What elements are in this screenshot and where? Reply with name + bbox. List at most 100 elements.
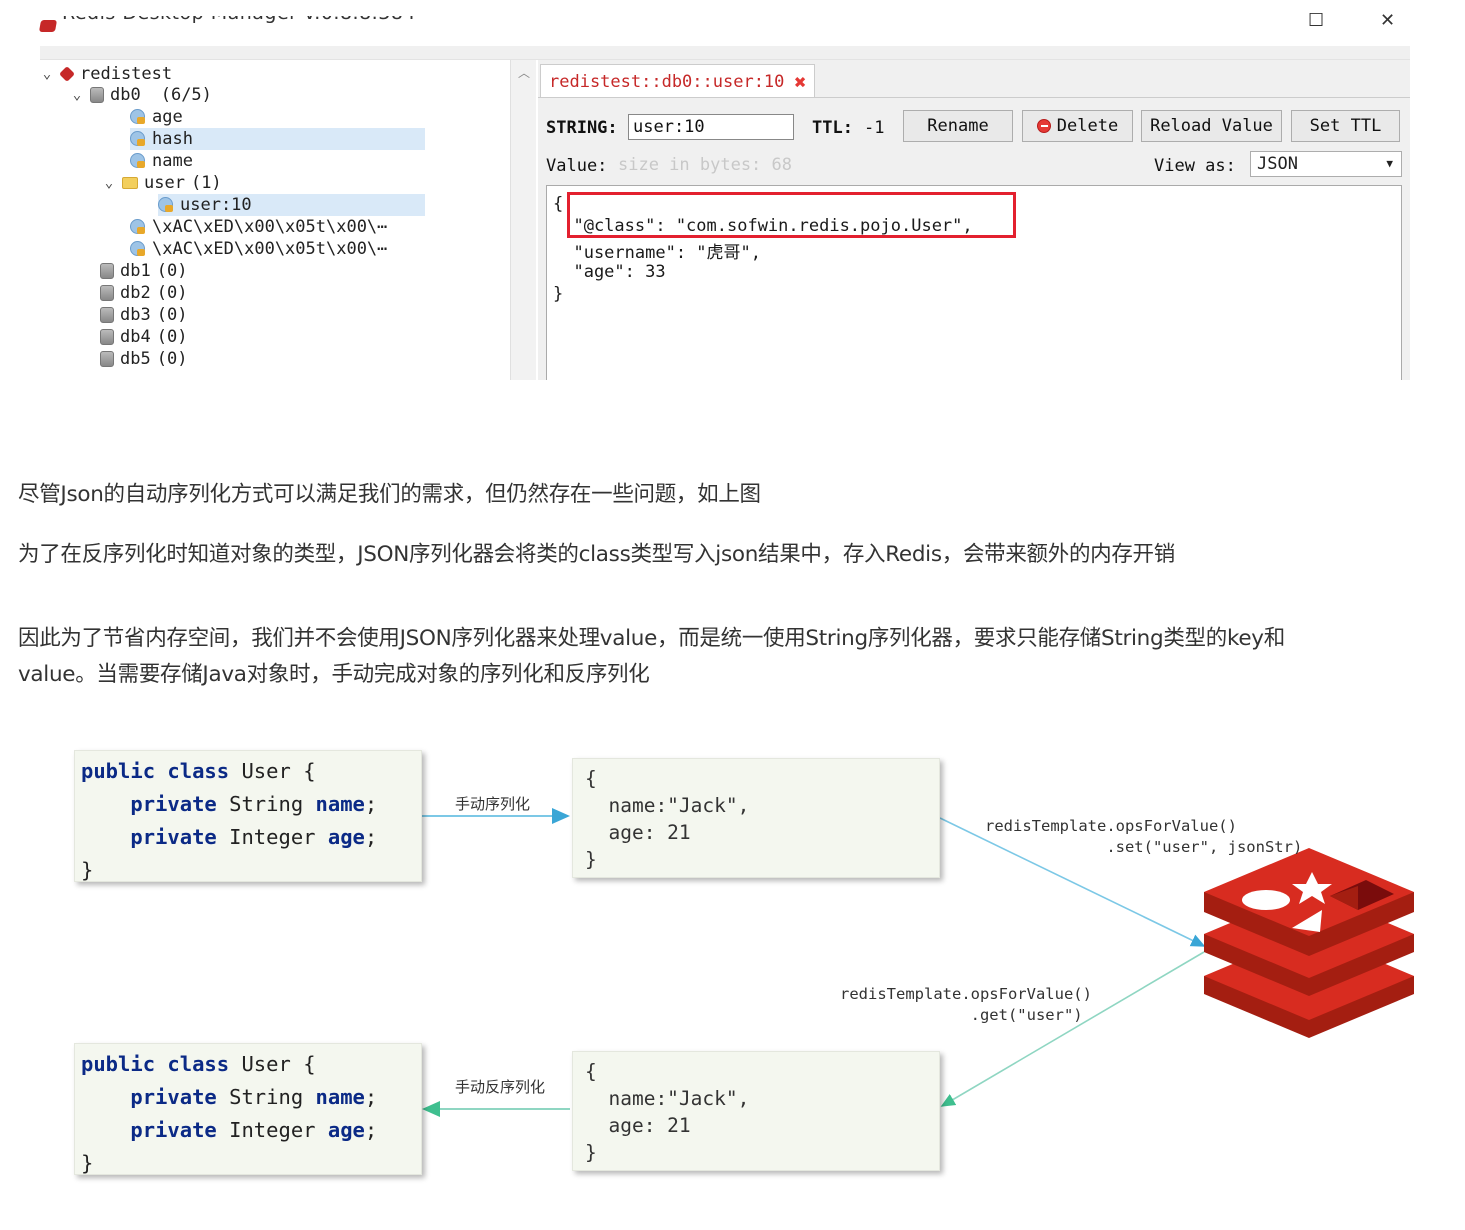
db-label: db5 (120, 349, 151, 369)
tree-key-age[interactable]: age (130, 106, 425, 128)
rename-button[interactable]: Rename (903, 110, 1013, 142)
close-icon[interactable]: ✕ (1380, 10, 1396, 31)
paragraph-3-line-1: 因此为了节省内存空间，我们并不会使用JSON序列化器来处理value，而是统一使… (18, 626, 1285, 651)
tree-binary-key[interactable]: \xAC\xED\x00\x05t\x00\⋯ (130, 238, 387, 260)
window-title: Redis Desktop Manager v.0.8.8.384 (62, 2, 416, 24)
user-class-code-top: public class User { private String name;… (74, 750, 422, 882)
folder-icon (122, 177, 138, 189)
key-label: \xAC\xED\x00\x05t\x00\⋯ (152, 239, 388, 259)
db-label: db4 (120, 327, 151, 347)
folder-label: user (144, 173, 185, 193)
paragraph-2: 为了在反序列化时知道对象的类型，JSON序列化器会将类的class类型写入jso… (18, 542, 1175, 567)
db-label: db1 (120, 261, 151, 281)
window-titlebar: Redis Desktop Manager v.0.8.8.384 ☐ ✕ (38, 0, 1410, 46)
database-icon (100, 285, 114, 301)
key-name-input[interactable]: user:10 (628, 114, 794, 140)
deserialize-label: 手动反序列化 (455, 1078, 546, 1096)
json-box-bottom: { name:"Jack", age: 21 } (572, 1051, 940, 1171)
delete-button[interactable]: Delete (1022, 110, 1133, 142)
paragraph-3-line-2: value。当需要存储Java对象时，手动完成对象的序列化和反序列化 (18, 662, 650, 687)
db-count: (0) (156, 327, 188, 347)
key-icon (130, 153, 146, 169)
database-icon (100, 329, 114, 345)
db-label: db3 (120, 305, 151, 325)
database-icon (100, 307, 114, 323)
reload-label: Reload Value (1150, 116, 1273, 136)
set-api-label: redisTemplate.opsForValue() .set("user",… (985, 817, 1303, 856)
tab-body: STRING: user:10 TTL: -1 Rename Delete Re… (538, 97, 1410, 380)
set-ttl-label: Set TTL (1309, 116, 1382, 136)
delete-icon (1036, 119, 1051, 133)
tree-key-name[interactable]: name (130, 150, 425, 172)
key-label: name (152, 151, 193, 171)
database-icon (100, 351, 114, 367)
get-arrow (940, 951, 1205, 1107)
key-icon (130, 109, 146, 125)
db-count: (0) (156, 305, 188, 325)
db-count: (0) (156, 349, 188, 369)
key-icon (158, 197, 174, 213)
json-box-top: { name:"Jack", age: 21 } (572, 758, 940, 878)
close-tab-icon[interactable]: ✖ (794, 69, 807, 94)
chevron-up-icon[interactable]: ︿ (518, 66, 531, 80)
tree-connection[interactable]: ⌄ redistest (40, 63, 172, 85)
json-line: { (553, 194, 564, 214)
dropdown-arrow-icon[interactable]: ▼ (1386, 157, 1393, 170)
tree-binary-key[interactable]: \xAC\xED\x00\x05t\x00\⋯ (130, 216, 387, 238)
ttl-value: -1 (864, 118, 885, 138)
tree-db4[interactable]: db4 (0) (100, 326, 187, 348)
tab-label: redistest::db0::user:10 (549, 71, 785, 92)
redis-logo-icon (1204, 848, 1414, 1038)
value-editor[interactable]: { "@class": "com.sofwin.redis.pojo.User"… (546, 185, 1402, 380)
rename-label: Rename (927, 116, 989, 136)
json-line: "age": 33 (553, 262, 666, 282)
serialize-label: 手动序列化 (455, 795, 531, 813)
tree-db1[interactable]: db1 (0) (100, 260, 187, 282)
key-icon (130, 131, 146, 147)
tree-db5[interactable]: db5 (0) (100, 348, 187, 370)
maximize-icon[interactable]: ☐ (1308, 10, 1325, 31)
key-type-label: STRING: (546, 118, 618, 138)
set-arrow (939, 817, 1206, 947)
key-icon (130, 241, 146, 257)
chevron-down-icon[interactable]: ⌄ (42, 66, 52, 82)
key-detail-panel: redistest::db0::user:10 ✖ STRING: user:1… (538, 60, 1410, 380)
tab-key-user10[interactable]: redistest::db0::user:10 ✖ (540, 64, 816, 98)
folder-count: (1) (190, 173, 222, 193)
database-icon (100, 263, 114, 279)
chevron-down-icon[interactable]: ⌄ (104, 175, 114, 191)
json-line: "username": "虎哥", (553, 243, 761, 263)
db-label: db2 (120, 283, 151, 303)
tree-folder-user[interactable]: ⌄ user (1) (102, 172, 222, 194)
reload-value-button[interactable]: Reload Value (1141, 110, 1282, 142)
redis-desktop-manager-window: Redis Desktop Manager v.0.8.8.384 ☐ ✕ ⌄ … (0, 0, 1465, 380)
view-as-value: JSON (1257, 154, 1298, 174)
tree-key-hash[interactable]: hash (130, 128, 425, 150)
set-ttl-button[interactable]: Set TTL (1291, 110, 1400, 142)
tree-db2[interactable]: db2 (0) (100, 282, 187, 304)
key-icon (130, 219, 146, 235)
highlight-box (567, 192, 1016, 238)
key-label: user:10 (180, 195, 252, 215)
view-as-label: View as: (1154, 156, 1236, 176)
json-line: "@class": "com.sofwin.redis.pojo.User", (553, 216, 973, 236)
value-size-hint: size in bytes: 68 (618, 155, 792, 175)
db-label: db0 (110, 85, 141, 105)
ttl-label: TTL: (812, 118, 853, 138)
tree-scrollbar[interactable]: ︿ (510, 60, 536, 380)
tree-key-user10[interactable]: user:10 (158, 194, 425, 216)
key-label: \xAC\xED\x00\x05t\x00\⋯ (152, 217, 388, 237)
view-as-select[interactable]: JSON ▼ (1250, 151, 1402, 177)
titlebar-divider (40, 46, 1410, 60)
db-count: (0) (156, 283, 188, 303)
database-icon (90, 87, 104, 103)
key-label: hash (152, 129, 193, 149)
tree-db3[interactable]: db3 (0) (100, 304, 187, 326)
tree-db0[interactable]: ⌄ db0 (6/5) (70, 84, 212, 106)
delete-label: Delete (1056, 116, 1119, 136)
connection-label: redistest (80, 64, 173, 84)
get-api-label: redisTemplate.opsForValue() .get("user") (840, 985, 1092, 1024)
paragraph-1: 尽管Json的自动序列化方式可以满足我们的需求，但仍然存在一些问题，如上图 (18, 482, 761, 507)
chevron-down-icon[interactable]: ⌄ (72, 87, 82, 103)
